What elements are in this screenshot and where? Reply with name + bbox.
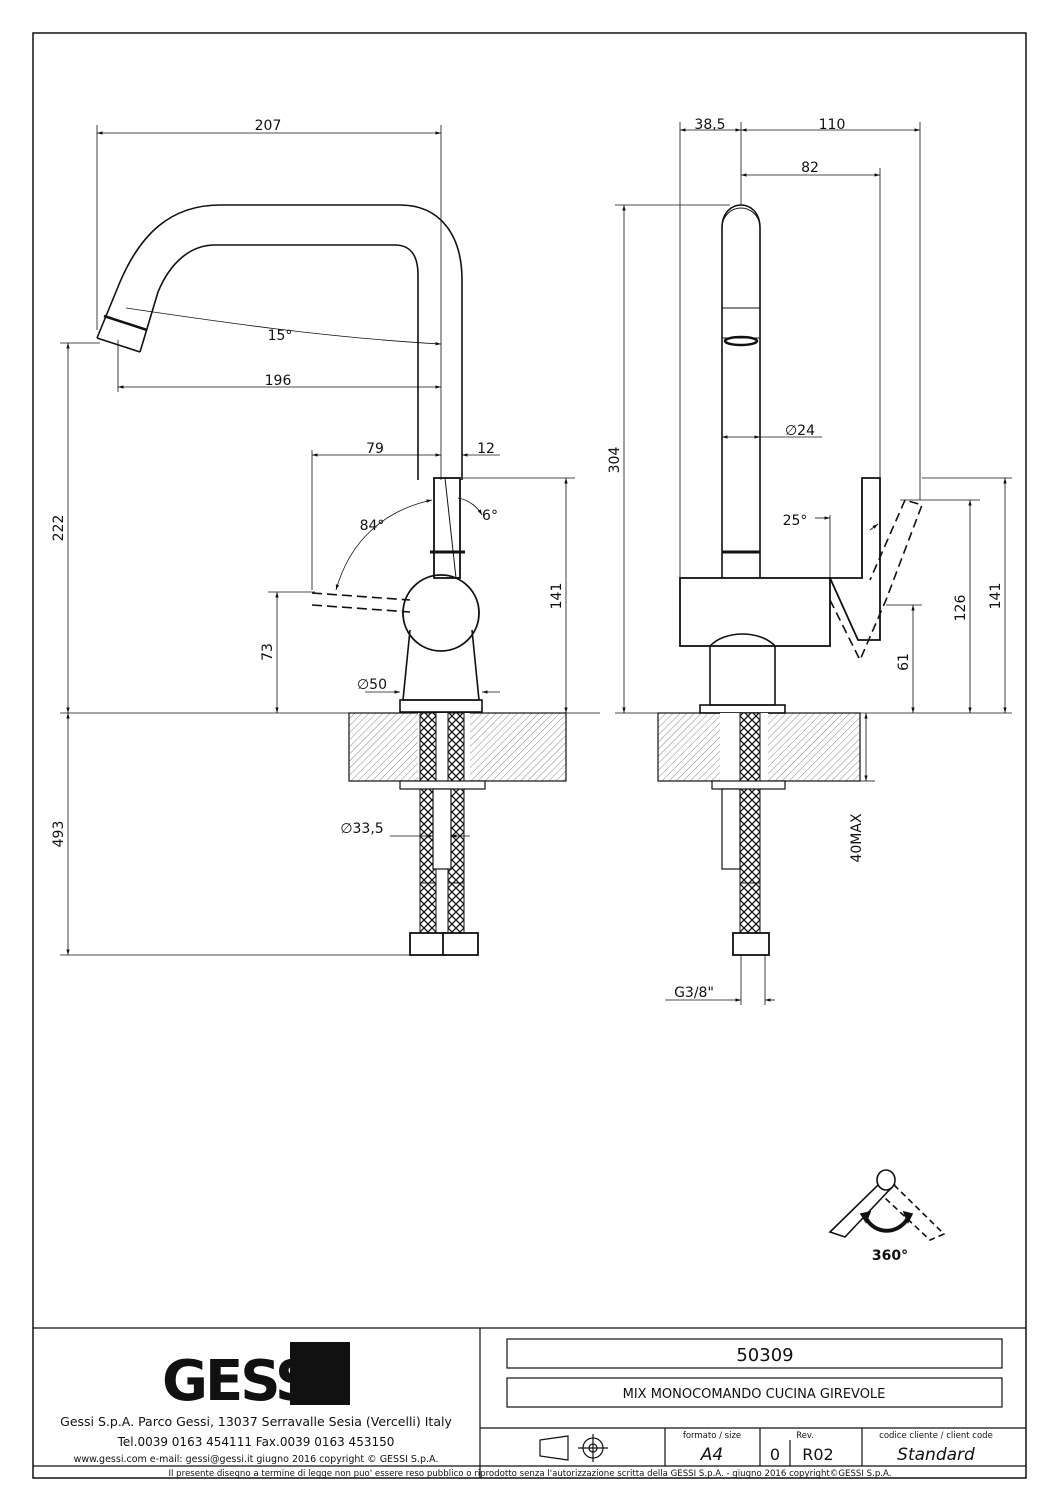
dim-38-5: 38,5	[694, 117, 725, 133]
hose-left-2-lower	[447, 882, 465, 934]
dim-25-deg: 25°	[783, 513, 808, 529]
threaded-rod-right	[721, 788, 741, 870]
dim-110: 110	[819, 117, 846, 133]
dim-222: 222	[51, 515, 67, 542]
dim-g3-8: G3/8"	[674, 985, 714, 1001]
sheet-frame	[32, 32, 1027, 1479]
handle-column	[433, 477, 461, 579]
body-side	[679, 577, 831, 647]
spout-top-cap	[721, 207, 761, 229]
fixing-plate-left	[399, 780, 486, 790]
title-block	[33, 1327, 1026, 1478]
spout-outer-outline	[96, 204, 463, 480]
body-transition	[709, 633, 776, 647]
lever-rotated-outline	[311, 592, 411, 601]
dim-207: 207	[255, 118, 282, 134]
spout-inner-outline	[139, 244, 419, 480]
fixing-plate-right	[711, 780, 786, 790]
threaded-rod-left	[432, 788, 452, 870]
company-web: www.gessi.com e-mail: gessi@gessi.it giu…	[74, 1454, 439, 1465]
aerator-end	[96, 337, 141, 353]
handle-rotated-dashed	[829, 499, 924, 662]
body-sphere	[402, 574, 480, 652]
spout-column-front	[721, 204, 761, 578]
aerator-ring	[103, 314, 148, 332]
logo-block	[290, 1342, 350, 1405]
dim-61: 61	[896, 653, 912, 671]
rotation-arrowheads	[859, 1210, 914, 1224]
dim-304: 304	[607, 447, 623, 474]
hose-right	[739, 712, 761, 884]
dim-79: 79	[366, 441, 384, 457]
dim-diameter-33-5: ∅33,5	[340, 821, 383, 837]
dim-diameter-24: ∅24	[785, 423, 815, 439]
dim-82: 82	[801, 160, 819, 176]
hose-nut-right	[732, 932, 770, 956]
product-description: MIX MONOCOMANDO CUCINA GIREVOLE	[623, 1387, 886, 1402]
rotation-label: 360°	[872, 1248, 908, 1264]
rotation-knob	[876, 1169, 896, 1191]
company-phone: Tel.0039 0163 454111 Fax.0039 0163 45315…	[117, 1435, 395, 1449]
base-flange-side	[699, 704, 786, 714]
dim-diameter-50: ∅50	[357, 677, 387, 693]
handle-tilt-line	[444, 477, 457, 579]
left-dimension-lines	[60, 125, 600, 956]
dim-126: 126	[953, 595, 969, 622]
aerator-outlet	[723, 335, 759, 347]
dim-12: 12	[477, 441, 495, 457]
right-view	[679, 204, 924, 714]
base-flange	[399, 699, 483, 713]
dim-141-right: 141	[988, 583, 1004, 610]
dim-196: 196	[265, 373, 292, 389]
company-address: Gessi S.p.A. Parco Gessi, 13037 Serraval…	[60, 1414, 452, 1429]
client-code-value: Standard	[897, 1445, 975, 1465]
dim-73: 73	[260, 643, 276, 661]
hose-left-1-lower	[419, 882, 437, 934]
hose-nut-left-2	[442, 932, 479, 956]
dim-15-deg: 15°	[268, 328, 293, 344]
format-value: A4	[700, 1445, 723, 1465]
rotation-arrow-icon	[864, 1216, 910, 1233]
lever-rotated-outline-2	[311, 604, 411, 613]
dim-141-left: 141	[549, 583, 565, 610]
dim-40-max: 40MAX	[849, 813, 865, 862]
legal-disclaimer: Il presente disegno a termine di legge n…	[169, 1469, 892, 1479]
base-body-side	[709, 646, 776, 706]
dim-84-deg: 84°	[360, 518, 385, 534]
dim-6-deg: 6°	[482, 508, 498, 524]
hose-right-lower	[739, 882, 761, 934]
hose-nut-left-1	[409, 932, 446, 956]
rotation-symbol	[828, 1169, 946, 1241]
dim-493: 493	[51, 821, 67, 848]
client-code-label: codice cliente / client code	[879, 1431, 993, 1441]
projection-symbol-icon	[539, 1434, 608, 1462]
rev-value: 0	[770, 1445, 780, 1464]
product-code: 50309	[736, 1345, 793, 1366]
left-view	[96, 204, 483, 713]
rev-label: Rev.	[796, 1431, 814, 1441]
right-dimension-lines	[615, 122, 1012, 1005]
format-label: formato / size	[683, 1431, 741, 1441]
aerator-front	[721, 307, 761, 339]
rotation-lever-dashed	[884, 1184, 946, 1241]
rev-code: R02	[802, 1445, 833, 1464]
